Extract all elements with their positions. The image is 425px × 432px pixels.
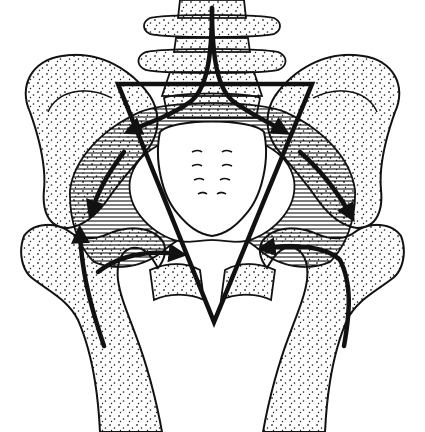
pubic-rami [150,264,275,300]
